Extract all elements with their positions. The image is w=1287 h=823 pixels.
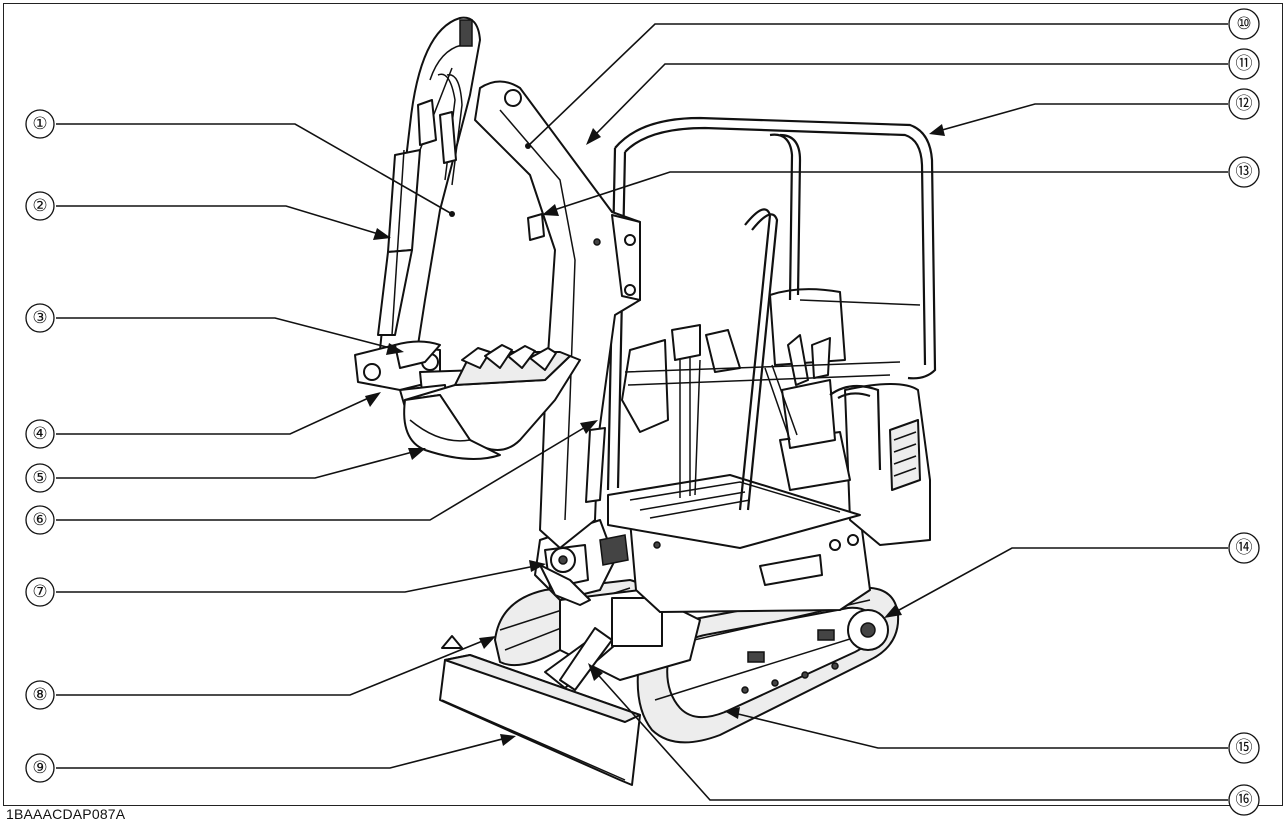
svg-text:④: ④ [32,424,47,444]
callout-5: ⑤ [25,463,55,493]
callout-3: ③ [25,303,55,333]
callout-8: ⑧ [25,680,55,710]
svg-text:⑦: ⑦ [32,582,47,602]
svg-text:⑭: ⑭ [1236,538,1253,558]
svg-text:⑪: ⑪ [1236,54,1253,74]
bucket [403,344,581,460]
svg-text:⑬: ⑬ [1236,162,1253,182]
svg-text:③: ③ [32,308,47,328]
svg-text:⑤: ⑤ [32,468,47,488]
leader-lines [56,23,1228,801]
callout-11: ⑪ [1228,48,1260,80]
svg-text:⑯: ⑯ [1236,790,1253,810]
callout-2: ② [25,191,55,221]
svg-text:⑨: ⑨ [32,758,47,778]
callout-4: ④ [25,419,55,449]
dozer-blade [439,635,641,786]
excavator-illustration [354,16,937,786]
rops-canopy [606,116,937,511]
callout-15: ⑮ [1228,732,1260,764]
svg-text:⑩: ⑩ [1236,14,1251,34]
callout-10: ⑩ [1228,8,1260,40]
svg-text:⑮: ⑮ [1236,738,1253,758]
upper-structure [607,383,931,613]
figure-code: 1BAAACDAP087A [6,806,126,822]
callout-13: ⑬ [1228,156,1260,188]
svg-text:⑫: ⑫ [1236,94,1253,114]
svg-text:⑧: ⑧ [32,685,47,705]
callout-16: ⑯ [1228,784,1260,816]
arm [377,16,481,351]
callout-1: ① [25,109,55,139]
callout-6: ⑥ [25,505,55,535]
callout-7: ⑦ [25,577,55,607]
svg-text:⑥: ⑥ [32,510,47,530]
operator-station [621,288,901,498]
callouts-right: ⑩ ⑪ ⑫ ⑬ ⑭ ⑮ ⑯ [1228,8,1260,816]
svg-text:①: ① [32,114,47,134]
right-crawler-track [636,586,900,744]
callouts-left: ① ② ③ ④ ⑤ ⑥ ⑦ ⑧ ⑨ [25,109,55,783]
diagram-frame [3,3,1283,806]
callout-14: ⑭ [1228,532,1260,564]
callout-12: ⑫ [1228,88,1260,120]
swing-bracket [534,519,629,606]
callout-9: ⑨ [25,753,55,783]
svg-text:②: ② [32,196,47,216]
